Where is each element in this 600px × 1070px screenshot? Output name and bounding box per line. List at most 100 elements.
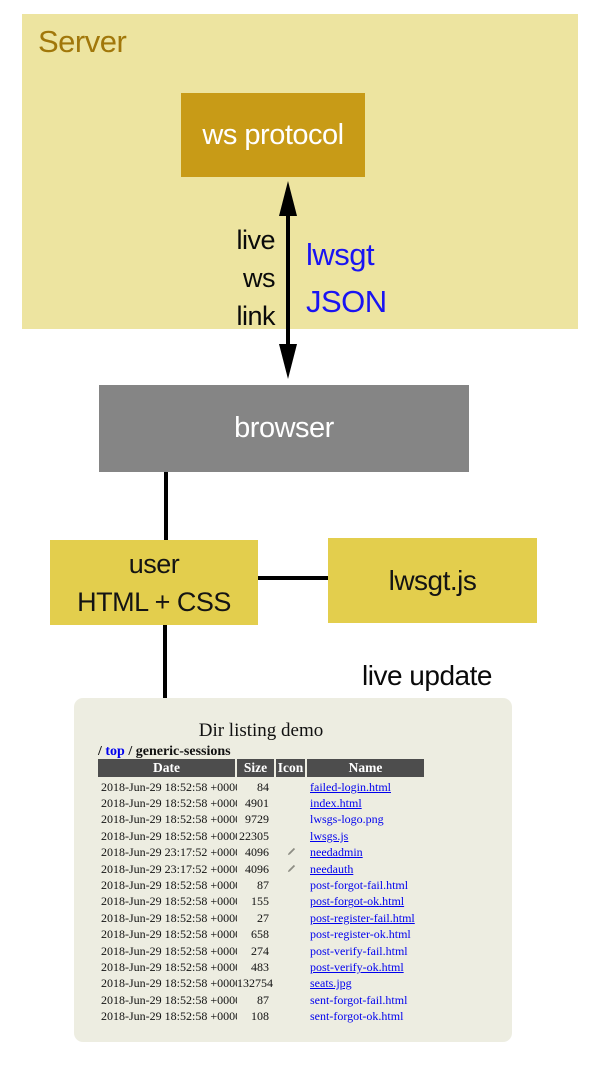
cell-size: 483 (251, 959, 269, 974)
cell-date: 2018-Jun-29 18:52:58 +0000 (101, 943, 237, 958)
cell-size: 22305 (239, 828, 269, 843)
column-header-icon: Icon (276, 759, 305, 777)
cell-date: 2018-Jun-29 18:52:58 +0000 (101, 992, 237, 1007)
file-link[interactable]: post-verify-ok.html (310, 959, 404, 974)
user-html-css-box: user HTML + CSS (50, 540, 258, 625)
cell-date: 2018-Jun-29 18:52:58 +0000 (101, 828, 237, 843)
cell-icon (276, 878, 307, 893)
cell-date: 2018-Jun-29 18:52:58 +0000 (101, 927, 237, 942)
cell-icon (276, 944, 307, 959)
cell-size: 87 (257, 878, 269, 893)
dir-listing-panel: Dir listing demo / top / generic-session… (74, 698, 512, 1042)
column-header-date: Date (98, 759, 235, 777)
cell-date: 2018-Jun-29 18:52:58 +0000 (101, 910, 237, 925)
cell-date: 2018-Jun-29 18:52:58 +0000 (101, 878, 237, 893)
cell-icon (276, 911, 307, 926)
file-link[interactable]: needauth (310, 861, 354, 876)
cell-size: 4096 (245, 845, 269, 860)
table-row: 2018-Jun-29 23:17:52 +0000 4096 needadmi… (98, 845, 424, 861)
lwsgt-json-label: lwsgt JSON (306, 237, 387, 319)
file-link[interactable]: sent-forgot-fail.html (310, 992, 408, 1007)
table-row: 2018-Jun-29 18:52:58 +0000 9729 lwsgs-lo… (98, 812, 424, 828)
cell-icon (276, 1009, 307, 1024)
table-row: 2018-Jun-29 18:52:58 +0000 87 post-forgo… (98, 877, 424, 893)
column-header-name: Name (307, 759, 424, 777)
cell-size: 87 (257, 992, 269, 1007)
table-row: 2018-Jun-29 18:52:58 +0000 274 post-veri… (98, 943, 424, 959)
live-ws-link-label: live ws link (236, 225, 275, 331)
cell-date: 2018-Jun-29 18:52:58 +0000 (101, 959, 237, 974)
cell-size: 27 (257, 910, 269, 925)
pencil-icon (287, 864, 296, 872)
cell-size: 155 (251, 894, 269, 909)
cell-date: 2018-Jun-29 18:52:58 +0000 (101, 1009, 237, 1024)
cell-icon (276, 829, 307, 844)
cell-date: 2018-Jun-29 18:52:58 +0000 (101, 812, 237, 827)
file-link[interactable]: post-forgot-ok.html (310, 894, 405, 909)
breadcrumb-separator: / (124, 744, 136, 759)
cell-icon (276, 894, 307, 909)
cell-icon (276, 862, 307, 877)
breadcrumb-prefix: / (98, 744, 106, 759)
dir-table-body: 2018-Jun-29 18:52:58 +0000 84 failed-log… (98, 779, 424, 1025)
cell-size: 108 (251, 1009, 269, 1024)
user-box-line2: HTML + CSS (77, 586, 231, 617)
cell-icon (276, 812, 307, 827)
cell-name: sent-forgot-ok.html (307, 1009, 424, 1024)
cell-size: 274 (251, 943, 269, 958)
file-link[interactable]: post-register-fail.html (310, 910, 415, 925)
file-link[interactable]: failed-login.html (310, 779, 391, 794)
table-row: 2018-Jun-29 18:52:58 +0000 27 post-regis… (98, 910, 424, 926)
dir-table-header: Date Size Icon Name (98, 759, 424, 777)
table-row: 2018-Jun-29 18:52:58 +0000 22305 lwsgs.j… (98, 828, 424, 844)
file-link[interactable]: index.html (310, 796, 362, 811)
cell-icon (276, 780, 307, 795)
cell-size: 658 (251, 927, 269, 942)
cell-icon (276, 993, 307, 1008)
cell-date: 2018-Jun-29 18:52:58 +0000 (101, 976, 237, 991)
file-link[interactable]: post-register-ok.html (310, 927, 411, 942)
cell-size: 132754 (237, 976, 273, 991)
file-link[interactable]: needadmin (310, 845, 363, 860)
cell-name: post-register-fail.html (307, 911, 424, 926)
breadcrumb: / top / generic-sessions (98, 744, 231, 760)
column-header-size: Size (237, 759, 274, 777)
table-row: 2018-Jun-29 18:52:58 +0000 132754 seats.… (98, 976, 424, 992)
file-link[interactable]: lwsgs-logo.png (310, 812, 384, 827)
cell-name: post-forgot-ok.html (307, 894, 424, 909)
cell-name: post-verify-ok.html (307, 960, 424, 975)
server-label: Server (38, 24, 127, 59)
lwsgt-js-box: lwsgt.js (328, 538, 537, 623)
cell-name: needadmin (307, 845, 424, 860)
table-row: 2018-Jun-29 18:52:58 +0000 658 post-regi… (98, 927, 424, 943)
file-link[interactable]: seats.jpg (310, 976, 352, 991)
table-row: 2018-Jun-29 18:52:58 +0000 108 sent-forg… (98, 1008, 424, 1024)
cell-date: 2018-Jun-29 18:52:58 +0000 (101, 796, 237, 811)
cell-date: 2018-Jun-29 23:17:52 +0000 (101, 861, 237, 876)
dir-table: Date Size Icon Name 2018-Jun-29 18:52:58… (98, 759, 424, 1025)
pencil-icon (287, 848, 296, 856)
lwsgt-js-label: lwsgt.js (388, 564, 477, 596)
cell-name: post-register-ok.html (307, 927, 424, 942)
user-box-line1: user (128, 548, 180, 579)
cell-name: lwsgs-logo.png (307, 812, 424, 827)
dir-listing-title: Dir listing demo (198, 720, 324, 741)
file-link[interactable]: post-verify-fail.html (310, 943, 408, 958)
file-link[interactable]: sent-forgot-ok.html (310, 1009, 404, 1024)
ws-link-double-arrow (279, 181, 297, 379)
cell-name: failed-login.html (307, 780, 424, 795)
cell-name: lwsgs.js (307, 829, 424, 844)
table-row: 2018-Jun-29 18:52:58 +0000 87 sent-forgo… (98, 992, 424, 1008)
file-link[interactable]: lwsgs.js (310, 828, 349, 843)
file-link[interactable]: post-forgot-fail.html (310, 878, 409, 893)
cell-date: 2018-Jun-29 18:52:58 +0000 (101, 779, 237, 794)
cell-name: index.html (307, 796, 424, 811)
table-row: 2018-Jun-29 23:17:52 +0000 4096 needauth (98, 861, 424, 877)
cell-name: post-verify-fail.html (307, 944, 424, 959)
table-row: 2018-Jun-29 18:52:58 +0000 155 post-forg… (98, 894, 424, 910)
table-row: 2018-Jun-29 18:52:58 +0000 4901 index.ht… (98, 795, 424, 811)
cell-size: 9729 (245, 812, 269, 827)
cell-size: 4096 (245, 861, 269, 876)
breadcrumb-top-link[interactable]: top (105, 744, 125, 759)
